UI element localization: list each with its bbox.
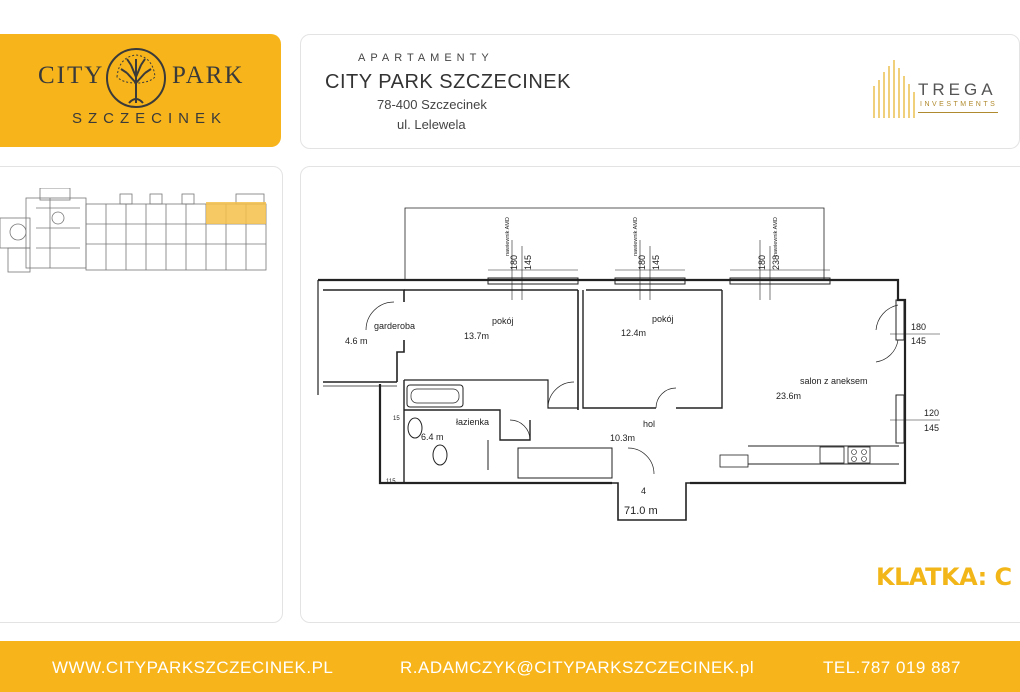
logo-park-text: PARK <box>172 62 245 89</box>
dim-label-180-1: 180 <box>509 255 519 270</box>
room-name-pokoj-2: pokój <box>652 314 674 324</box>
dim-label-180-3: 180 <box>757 255 767 270</box>
room-name-lazienka: łazienka <box>456 417 489 427</box>
developer-sub: INVESTMENTS <box>920 101 998 108</box>
email-link[interactable]: R.ADAMCZYK@CITYPARKSZCZECINEK.pl <box>400 658 755 677</box>
room-area-lazienka: 6.4 m <box>421 432 444 442</box>
room-name-salon: salon z aneksem <box>800 376 868 386</box>
dim-label-145-2: 145 <box>651 255 661 270</box>
trega-logo-icon <box>873 60 915 118</box>
dim-label-115: 115 <box>386 479 396 485</box>
header-title: CITY PARK SZCZECINEK <box>325 71 571 93</box>
room-area-garderoba: 4.6 m <box>345 336 368 346</box>
room-name-pokoj-1: pokój <box>492 316 514 326</box>
apartment-number: 4 <box>641 486 646 496</box>
phone-number: TEL.787 019 887 <box>823 658 961 677</box>
site-plan-thumbnail <box>0 188 267 273</box>
header-top-line: APARTAMENTY <box>358 52 494 64</box>
window-label-1: nawiewnik AMD <box>505 217 511 256</box>
dim-label-238: 238 <box>771 255 781 270</box>
logo-city-text: CITY <box>38 62 105 89</box>
apartment-highlight <box>206 202 266 224</box>
dim-label-15: 15 <box>393 416 400 422</box>
apartment-total-area: 71.0 m <box>624 505 658 517</box>
dim-label-145-3: 145 <box>911 336 926 346</box>
room-area-hol: 10.3m <box>610 433 635 443</box>
site-plan-panel <box>0 166 283 623</box>
window-label-3: nawiewnik AMD <box>773 217 779 256</box>
address-line-2: ul. Lelewela <box>397 117 466 132</box>
floor-plan: garderoba 4.6 m pokój 13.7m pokój 12.4m … <box>317 207 940 521</box>
footer-bar <box>0 641 1020 692</box>
room-area-salon: 23.6m <box>776 391 801 401</box>
room-name-hol: hol <box>643 419 655 429</box>
dim-label-120: 120 <box>924 408 939 418</box>
website-link[interactable]: WWW.CITYPARKSZCZECINEK.PL <box>52 658 334 677</box>
tree-logo-icon <box>106 48 166 108</box>
room-name-garderoba: garderoba <box>374 321 415 331</box>
address-line-1: 78-400 Szczecinek <box>377 97 487 112</box>
dim-label-180-2: 180 <box>637 255 647 270</box>
room-area-pokoj-2: 12.4m <box>621 328 646 338</box>
logo-subtitle: SZCZECINEK <box>72 110 228 127</box>
room-area-pokoj-1: 13.7m <box>464 331 489 341</box>
header-panel <box>300 34 1020 149</box>
staircase-label: KLATKA: C <box>876 563 1012 591</box>
developer-name: TREGA <box>918 80 997 99</box>
dim-label-145-1: 145 <box>523 255 533 270</box>
dim-label-145-4: 145 <box>924 423 939 433</box>
window-label-2: nawiewnik AMD <box>633 217 639 256</box>
developer-underline <box>918 112 998 113</box>
dim-label-180-4: 180 <box>911 322 926 332</box>
brand-logo-panel <box>0 34 281 147</box>
